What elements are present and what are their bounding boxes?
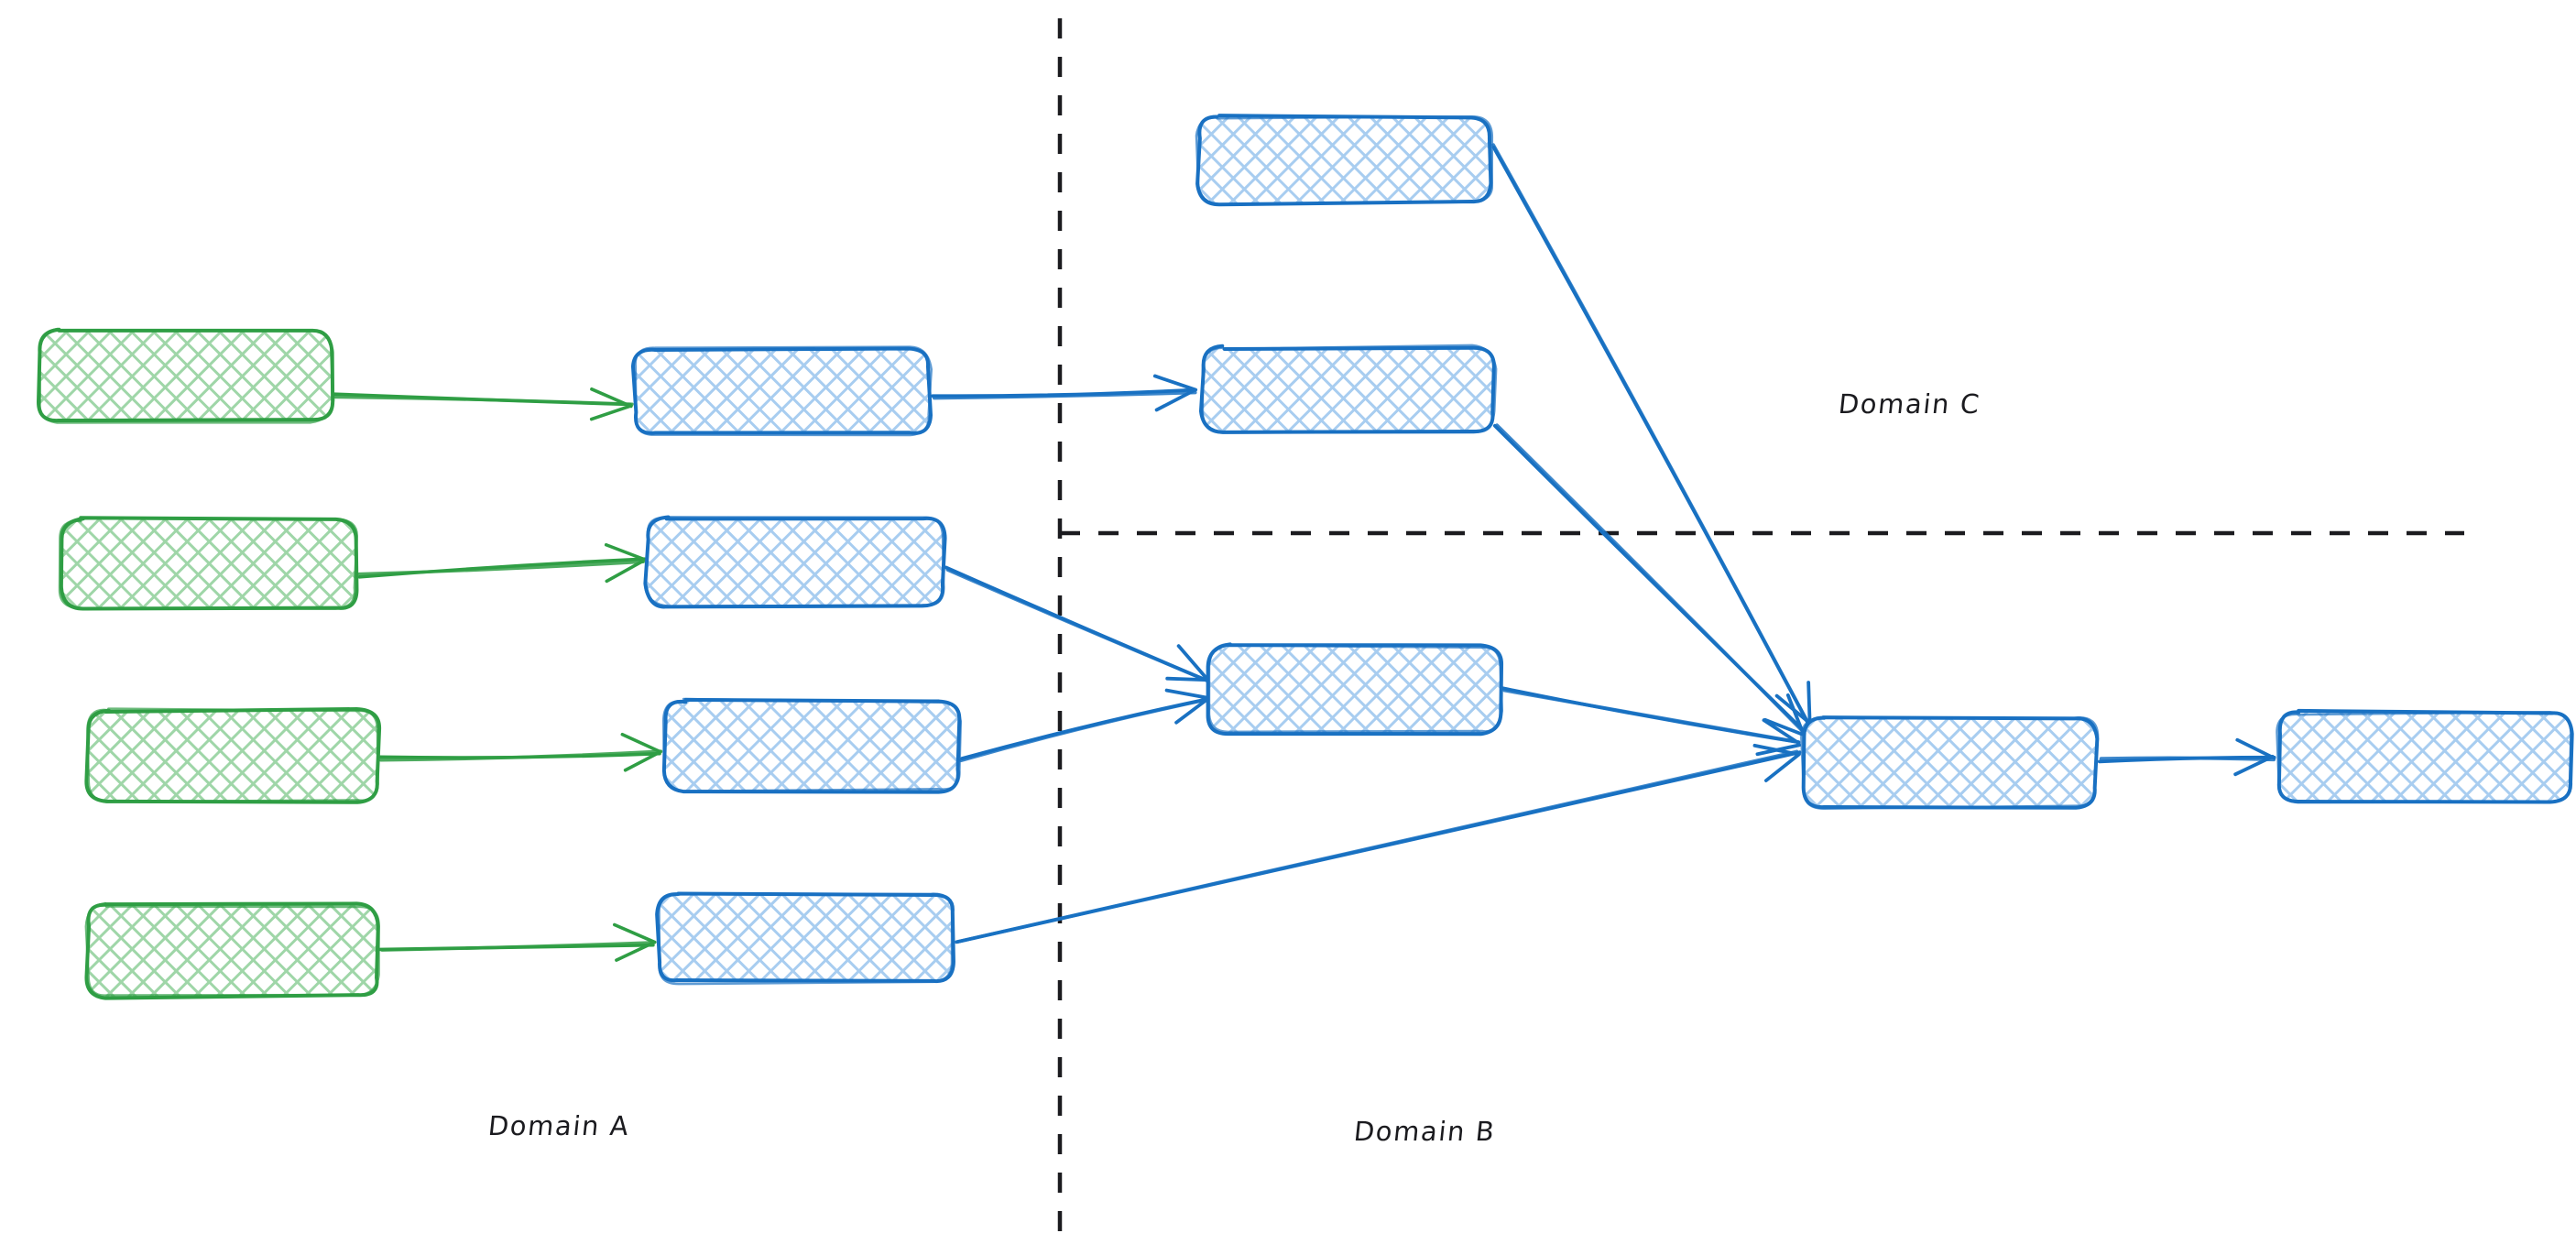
node-layer [37, 114, 2574, 1000]
node-a1[interactable] [37, 327, 335, 424]
node-a3[interactable] [84, 706, 382, 804]
node-b3[interactable] [661, 697, 963, 794]
edge-a1-to-b1 [329, 387, 634, 421]
edge-c2-to-m2 [1492, 423, 1806, 737]
node-c1[interactable] [1195, 114, 1494, 207]
edge-b2-to-m1 [944, 565, 1211, 683]
node-a4[interactable] [84, 901, 380, 1000]
edge-a2-to-b2 [357, 542, 647, 584]
edge-m1-to-m2 [1501, 686, 1801, 757]
edge-layer [329, 143, 2276, 962]
edge-a4-to-b4 [377, 922, 657, 962]
edge-m2-to-m3 [2097, 737, 2276, 777]
node-m3[interactable] [2276, 708, 2574, 804]
edge-b3-to-m1 [959, 688, 1210, 763]
edge-b1-to-c2 [931, 374, 1198, 412]
node-a2[interactable] [58, 516, 359, 611]
node-b4[interactable] [655, 891, 955, 986]
edge-c1-to-m2 [1491, 143, 1812, 726]
edge-b4-to-m2 [955, 743, 1802, 944]
node-m1[interactable] [1206, 642, 1504, 737]
divider-layer [1057, 18, 2464, 1241]
domain-label-domain-c: Domain C [1837, 388, 1982, 420]
node-b1[interactable] [630, 345, 933, 437]
node-m2[interactable] [1800, 715, 2100, 810]
node-b2[interactable] [643, 515, 947, 609]
edge-a3-to-b3 [377, 732, 663, 772]
node-c2[interactable] [1198, 344, 1498, 434]
domain-label-domain-b: Domain B [1352, 1116, 1498, 1147]
domain-label-domain-a: Domain A [486, 1110, 632, 1141]
